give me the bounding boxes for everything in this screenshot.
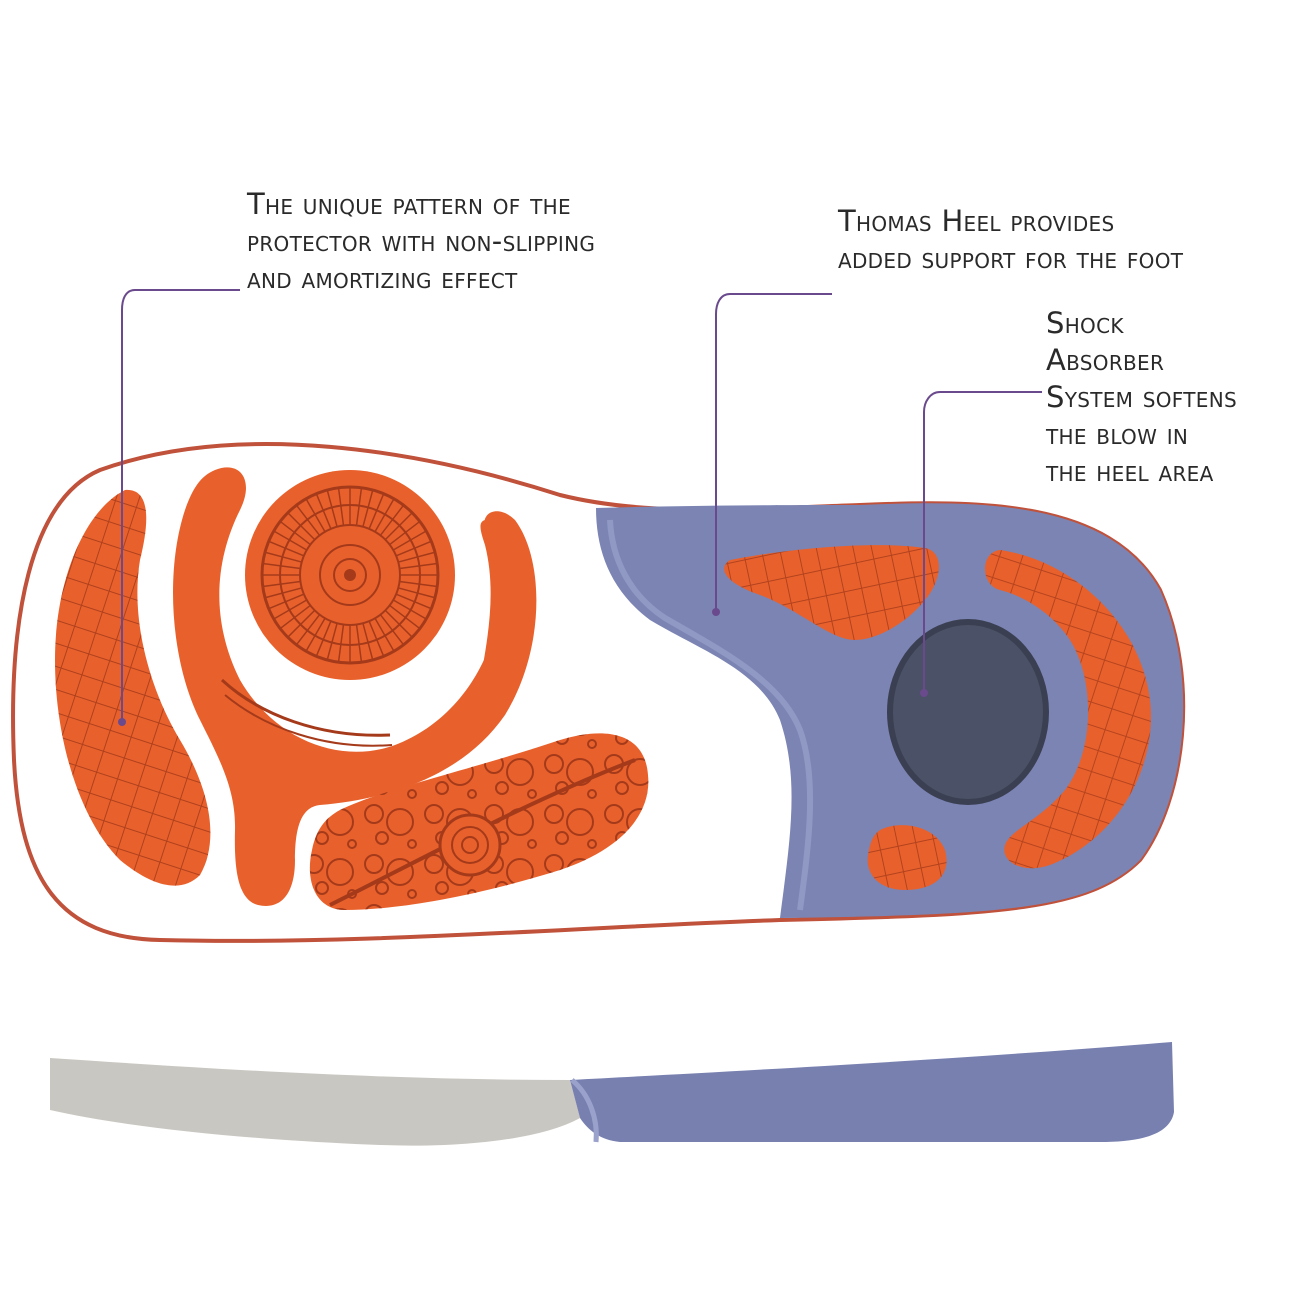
tread-spoke [392,530,427,551]
callout-line: System softens [1046,380,1237,414]
tread-spoke [326,623,338,661]
tread-spoke [305,498,326,533]
tread-spoke [355,624,363,663]
leader-lines [121,289,1042,722]
callout-line: and amortizing effect [247,261,518,295]
tread-spoke [287,512,316,541]
tread-spoke [262,562,301,570]
tread-spoke [399,562,438,570]
tread-spoke [273,530,308,551]
tread-spoke [399,580,438,588]
tread-spoke [392,599,427,620]
tread-spoke [362,489,374,527]
tread-spoke [279,520,311,546]
tread-spoke [379,504,405,536]
tread-spoke [264,587,302,599]
tread-pad-y [173,467,537,906]
tread-spoke [395,540,432,557]
callout-line: Thomas Heel provides [838,204,1115,238]
tread-spoke [368,493,385,530]
callout-line: the blow in [1046,417,1189,451]
tread-spoke [395,593,432,610]
tread-spoke [398,587,436,599]
tread-spoke [268,593,305,610]
side-profile-heel [570,1042,1174,1142]
tread-spoke [295,504,321,536]
tread-spoke [287,609,316,638]
tread-spoke [268,540,305,557]
tread-spoke [379,614,405,646]
tread-spoke [374,498,395,533]
tread-spoke [264,551,302,563]
tread-spoke [295,614,321,646]
tread-spoke [374,617,395,652]
tread-spoke [389,604,421,630]
tread-spoke [355,487,363,526]
tread-spoke [368,620,385,657]
tread-spoke [305,617,326,652]
callout-line: Absorber [1046,343,1165,377]
callout-line: added support for the foot [838,241,1184,275]
tread-spoke [326,489,338,527]
tread-spoke [315,493,332,530]
tread-spoke [362,623,374,661]
tread-spoke [337,487,345,526]
callout-line: The unique pattern of the [247,187,571,221]
tread-spoke [384,512,413,541]
tread-spoke [315,620,332,657]
tread-spoke [398,551,436,563]
callout-thomas-heel: Thomas Heel provides added support for t… [838,203,1183,277]
callout-tread-pattern: The unique pattern of the protector with… [247,186,595,297]
tread-spoke [273,599,308,620]
tread-spoke [384,609,413,638]
tread-spoke [389,520,421,546]
callout-line: protector with non-slipping [247,224,596,258]
tread-pad-arc [480,519,527,683]
tread-spoke [337,624,345,663]
callout-line: the heel area [1046,454,1214,488]
callout-shock-absorber: Shock Absorber System softens the blow i… [1046,305,1237,490]
tread-spoke [279,604,311,630]
tread-spoke [262,580,301,588]
side-profile-forefoot [50,1058,580,1146]
callout-line: Shock [1046,306,1124,340]
shock-absorber [887,619,1049,805]
